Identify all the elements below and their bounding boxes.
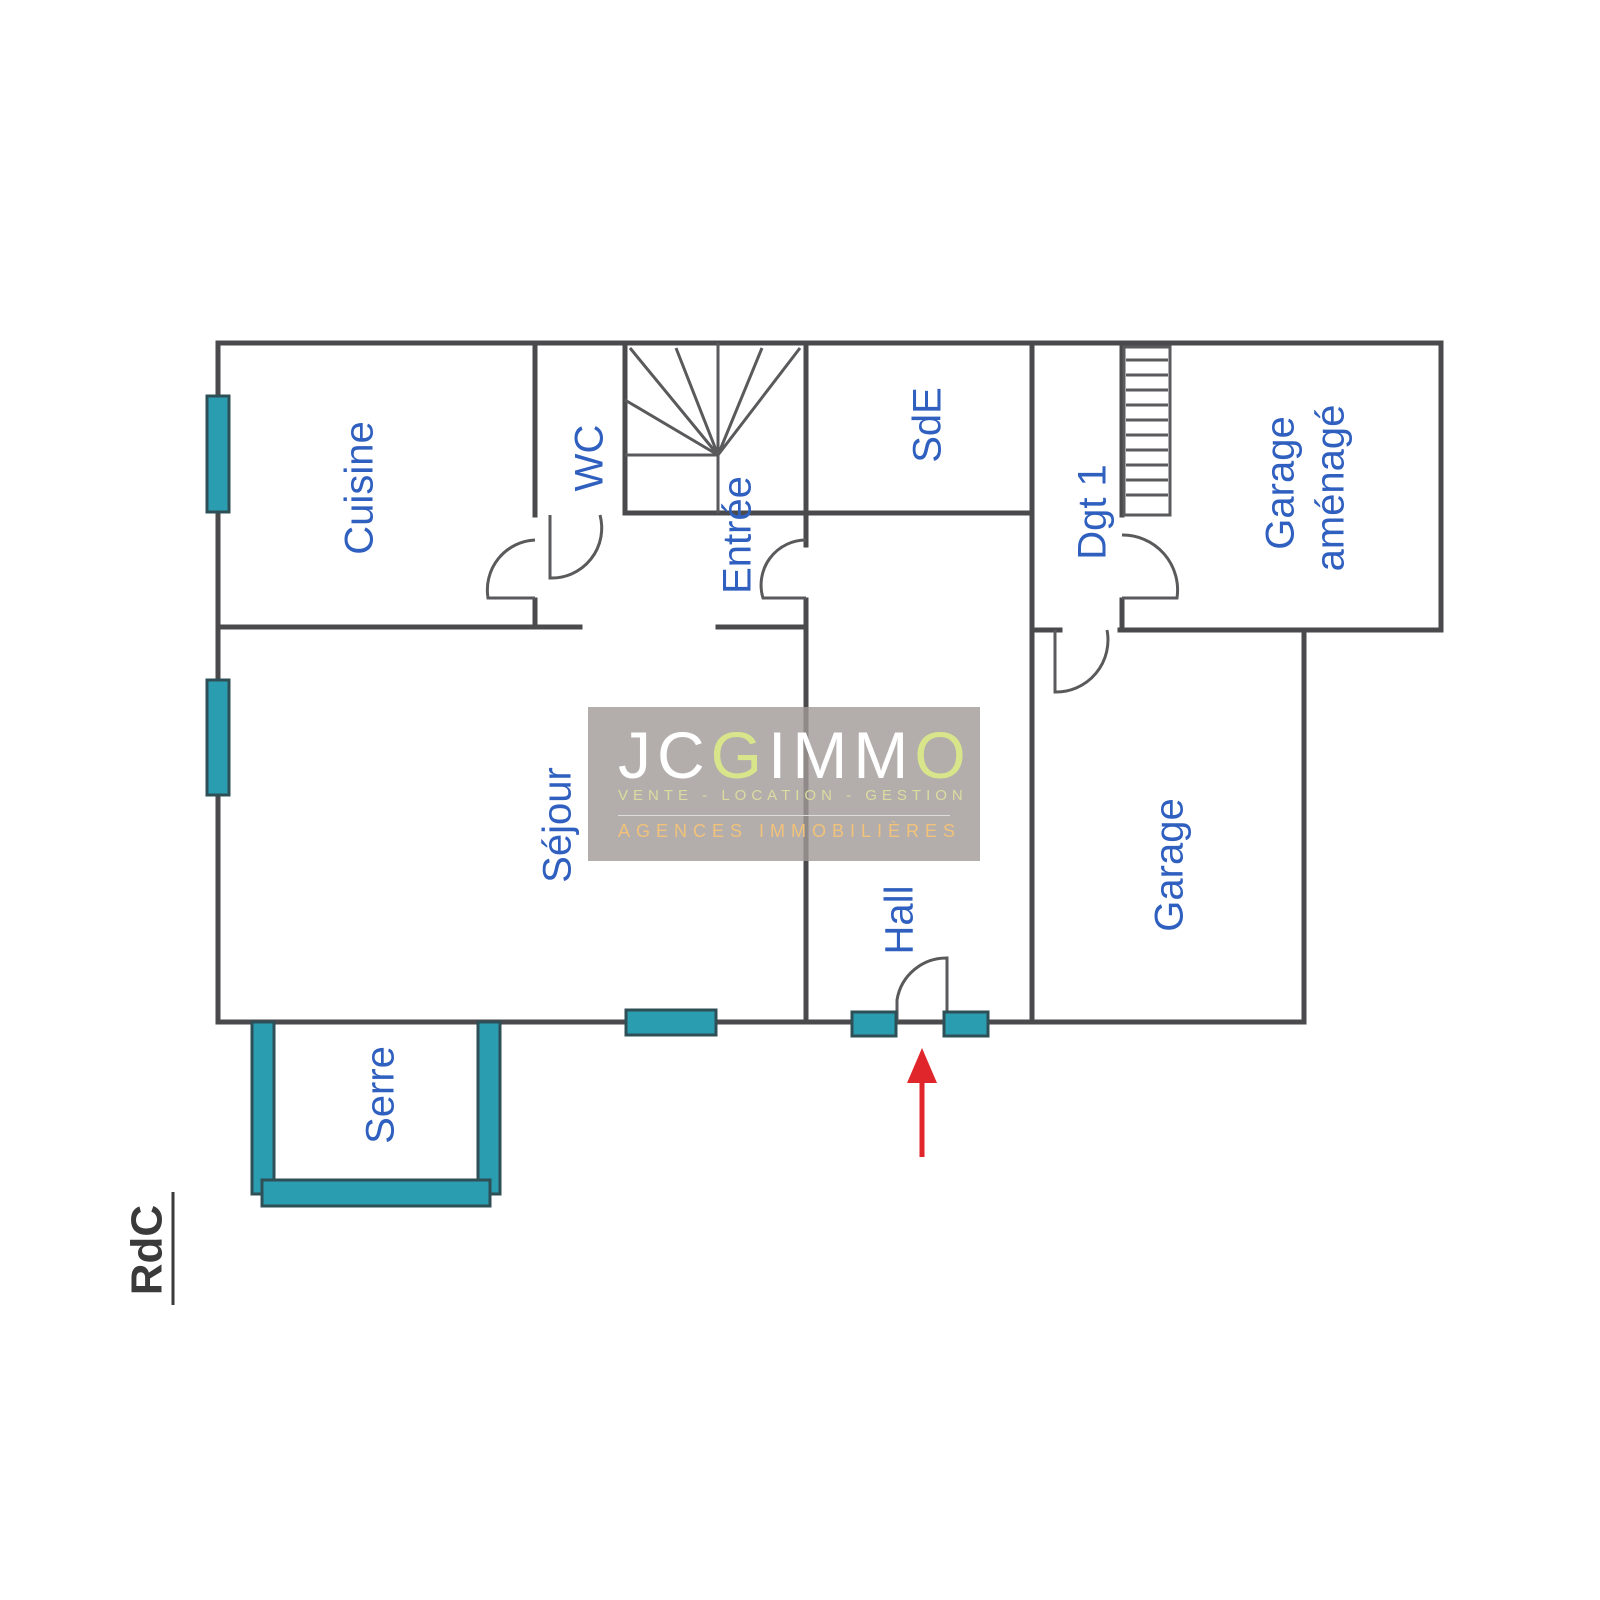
window [942,1010,990,1038]
room-label-wc: WC [568,425,612,492]
serre-window [250,1020,276,1196]
window [205,394,231,514]
room-label-serre: Serre [359,1046,403,1144]
doors [485,514,1180,1022]
room-labels: Cuisine WC Entrée SdE Dgt 1 Garage aména… [338,387,1353,1144]
staircase [624,343,1172,517]
room-label-garage: Garage [1148,798,1192,931]
logo-subtitle: AGENCES IMMOBILIÈRES [618,821,962,841]
room-label-hall: Hall [878,886,922,955]
logo-divider [618,815,950,816]
room-label-garage-amenage-2: aménagé [1309,405,1353,572]
level-label: RdC [123,1205,172,1295]
room-label-dgt: Dgt 1 [1071,464,1115,560]
watermark-logo: JCGIMMO VENTE - LOCATION - GESTION AGENC… [588,707,980,861]
logo-name: JCGIMMO [618,718,972,792]
serre-window [260,1178,492,1208]
window [850,1010,898,1038]
window [205,678,231,797]
logo-tagline: VENTE - LOCATION - GESTION [618,787,968,804]
room-label-sde: SdE [906,387,950,463]
entrance-arrow [907,1048,937,1157]
windows [205,394,990,1208]
room-label-entree: Entrée [716,476,760,594]
room-label-cuisine: Cuisine [338,421,382,554]
serre-window [476,1020,502,1196]
room-label-garage-amenage: Garage [1259,416,1303,549]
window [624,1008,718,1037]
room-label-sejour: Séjour [536,767,580,883]
walls [215,340,1444,1025]
